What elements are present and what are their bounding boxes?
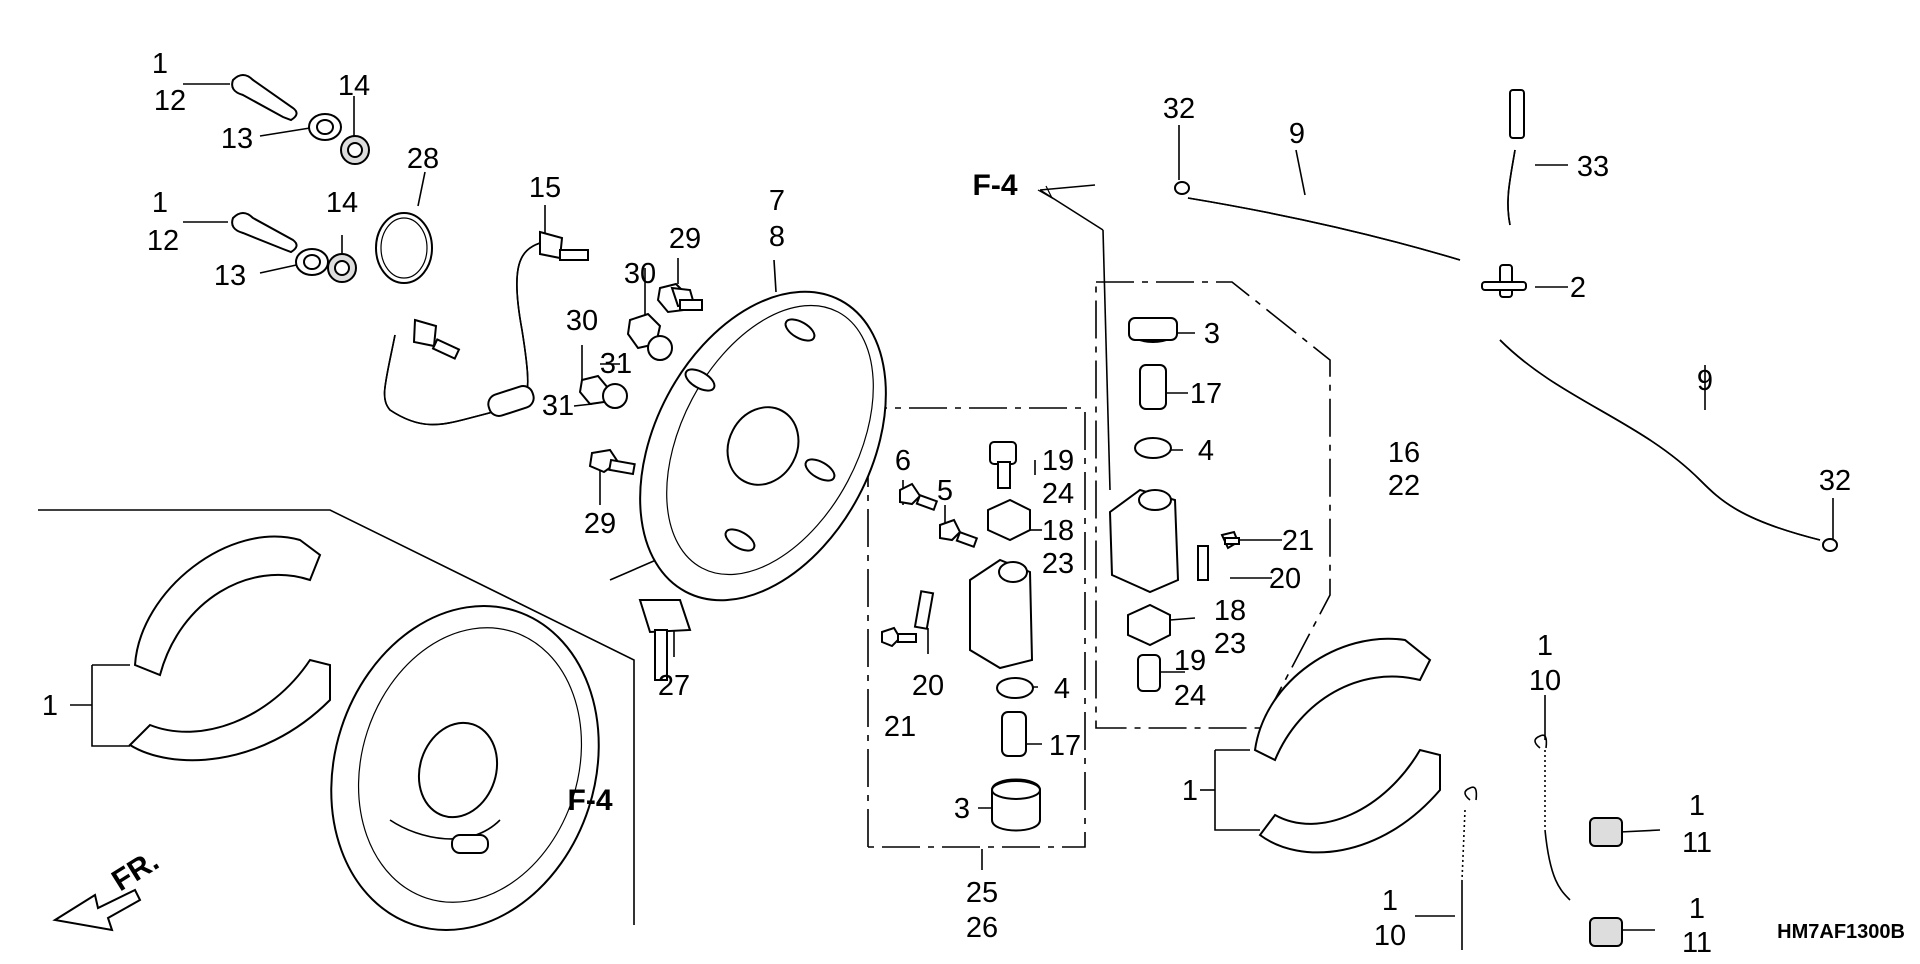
callout: 25 [966,877,998,909]
callout: 23 [1214,628,1246,660]
callout: 29 [584,508,616,540]
callout: 20 [912,670,944,702]
callout: 30 [566,305,598,337]
callout: 29 [669,223,701,255]
front-direction-arrow [52,888,142,932]
callout: 33 [1577,151,1609,183]
callout: 20 [1269,563,1301,595]
callout: 19 [1174,645,1206,677]
callout: 32 [1819,465,1851,497]
leader-lines [70,83,1834,931]
callout: 15 [529,172,561,204]
callout: 16 [1388,437,1420,469]
callout: 30 [624,258,656,290]
bleeder-screw-group-top [231,74,370,165]
callout: 1 [152,48,168,80]
brake-panel-7-8 [638,290,887,681]
callout: 9 [1697,365,1713,397]
ref-label-f4-top: F-4 [973,169,1018,202]
callout: 9 [1289,118,1305,150]
callout: 12 [154,85,186,117]
callout: 1 [42,690,58,722]
callout: 1 [1689,790,1705,822]
diagram-code: HM7AF1300B [1777,921,1905,943]
callout: 13 [221,123,253,155]
callout: 14 [326,187,358,219]
callout: 32 [1163,93,1195,125]
callout: 14 [338,70,370,102]
bleeder-screw-group-bottom [231,212,357,283]
callout: 18 [1042,515,1074,547]
callout: 13 [214,260,246,292]
wheel-cylinder-left-asm [881,441,1041,832]
callout: 1 [1182,775,1198,807]
o-ring [375,212,433,284]
callout: 17 [1190,378,1222,410]
callout: 31 [600,348,632,380]
callout: 6 [895,445,911,477]
callout: 2 [1570,272,1586,304]
front-direction-label: FR. [106,844,164,898]
breather-tubes [1174,89,1838,552]
callout: 24 [1042,478,1074,510]
callout: 11 [1682,827,1712,859]
callout: 5 [937,475,953,507]
ref-label-f4-bottom: F-4 [568,784,613,817]
callout: 27 [658,670,690,702]
brake-drum-assembly-left [330,605,600,931]
callout: 7 [769,185,785,217]
callout: 1 [1689,893,1705,925]
callout: 31 [542,390,574,422]
callout: 21 [884,711,916,743]
callout-labels: 1 12 14 13 1 12 14 13 28 15 30 29 7 8 30… [42,48,1851,959]
callout: 4 [1198,435,1214,467]
callout: 23 [1042,548,1074,580]
assembly-frames [38,281,1331,925]
brake-pipe [383,230,589,426]
callout: 1 [1537,630,1553,662]
callout: 26 [966,912,998,944]
callout: 28 [407,143,439,175]
callout: 8 [769,221,785,253]
callout: 1 [1382,885,1398,917]
callout: 17 [1049,730,1081,762]
callout: 21 [1282,525,1314,557]
springs [1461,734,1623,950]
brake-shoes-left [128,535,331,762]
callout: 3 [1204,318,1220,350]
callout: 19 [1042,445,1074,477]
callout: 10 [1529,665,1561,697]
callout: 11 [1682,927,1712,959]
callout: 24 [1174,680,1206,712]
callout: 10 [1374,920,1406,952]
callout: 22 [1388,470,1420,502]
callout: 3 [954,793,970,825]
nuts-washers [578,282,703,476]
wheel-cylinder-right-asm [1108,317,1240,692]
callout: 18 [1214,595,1246,627]
brake-shoes-right [1253,637,1441,854]
callout: 1 [152,187,168,219]
callout: 4 [1054,673,1070,705]
callout: 12 [147,225,179,257]
